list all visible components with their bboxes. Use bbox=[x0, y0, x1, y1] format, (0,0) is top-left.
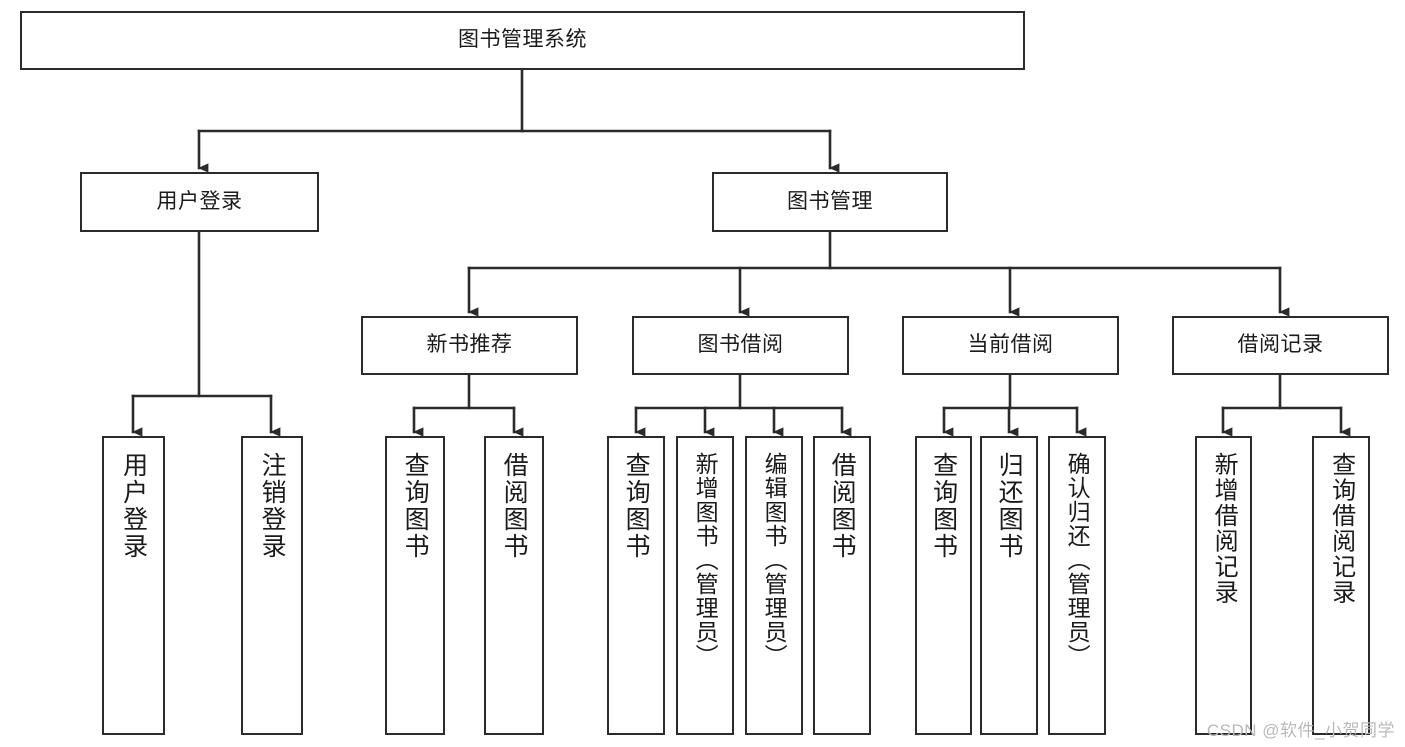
leaf-borrow-borrow-book[interactable]: 借阅图书 bbox=[813, 436, 871, 735]
leaf-newbook-query-book[interactable]: 查询图书 bbox=[385, 436, 445, 735]
leaf-user-login[interactable]: 用户登录 bbox=[102, 436, 165, 735]
node-label: 新增借阅记录 bbox=[1210, 452, 1238, 605]
watermark: CSDN @软件_小贺同学 bbox=[1206, 721, 1395, 740]
node-user-login[interactable]: 用户登录 bbox=[80, 172, 319, 232]
node-label: 查询图书 bbox=[929, 452, 958, 560]
node-label: 用户登录 bbox=[119, 452, 148, 560]
node-label: 借阅记录 bbox=[1237, 333, 1324, 357]
node-label: 新增图书（管理员） bbox=[692, 452, 719, 668]
leaf-record-add-record[interactable]: 新增借阅记录 bbox=[1195, 436, 1252, 735]
leaf-user-logout[interactable]: 注销登录 bbox=[241, 436, 303, 735]
node-borrow-record[interactable]: 借阅记录 bbox=[1172, 316, 1389, 375]
node-book-borrow[interactable]: 图书借阅 bbox=[632, 316, 849, 375]
node-label: 编辑图书（管理员） bbox=[761, 452, 788, 668]
leaf-borrow-query-book[interactable]: 查询图书 bbox=[607, 436, 665, 735]
node-label: 图书管理 bbox=[787, 189, 873, 213]
node-book-management[interactable]: 图书管理 bbox=[712, 172, 948, 232]
leaf-current-return-book[interactable]: 归还图书 bbox=[980, 436, 1038, 735]
node-label: 查询图书 bbox=[401, 452, 430, 560]
node-current-borrow[interactable]: 当前借阅 bbox=[902, 316, 1119, 375]
leaf-newbook-borrow-book[interactable]: 借阅图书 bbox=[484, 436, 544, 735]
node-label: 借阅图书 bbox=[828, 452, 857, 560]
node-label: 当前借阅 bbox=[967, 333, 1054, 357]
node-root-system[interactable]: 图书管理系统 bbox=[20, 11, 1025, 70]
node-label: 归还图书 bbox=[995, 452, 1024, 560]
node-label: 图书管理系统 bbox=[458, 28, 587, 52]
node-label: 查询借阅记录 bbox=[1327, 452, 1355, 605]
node-label: 确认归还（管理员） bbox=[1064, 452, 1091, 668]
leaf-current-query-book[interactable]: 查询图书 bbox=[915, 436, 972, 735]
leaf-record-query-record[interactable]: 查询借阅记录 bbox=[1312, 436, 1370, 735]
node-label: 图书借阅 bbox=[697, 333, 784, 357]
node-label: 查询图书 bbox=[622, 452, 651, 560]
leaf-borrow-edit-book-admin[interactable]: 编辑图书（管理员） bbox=[745, 436, 803, 735]
node-label: 注销登录 bbox=[258, 452, 287, 560]
node-label: 用户登录 bbox=[156, 189, 243, 213]
leaf-current-confirm-return-admin[interactable]: 确认归还（管理员） bbox=[1048, 436, 1106, 735]
leaf-borrow-add-book-admin[interactable]: 新增图书（管理员） bbox=[676, 436, 734, 735]
node-label: 新书推荐 bbox=[426, 333, 513, 357]
node-new-book-recommend[interactable]: 新书推荐 bbox=[361, 316, 578, 375]
node-label: 借阅图书 bbox=[500, 452, 529, 560]
